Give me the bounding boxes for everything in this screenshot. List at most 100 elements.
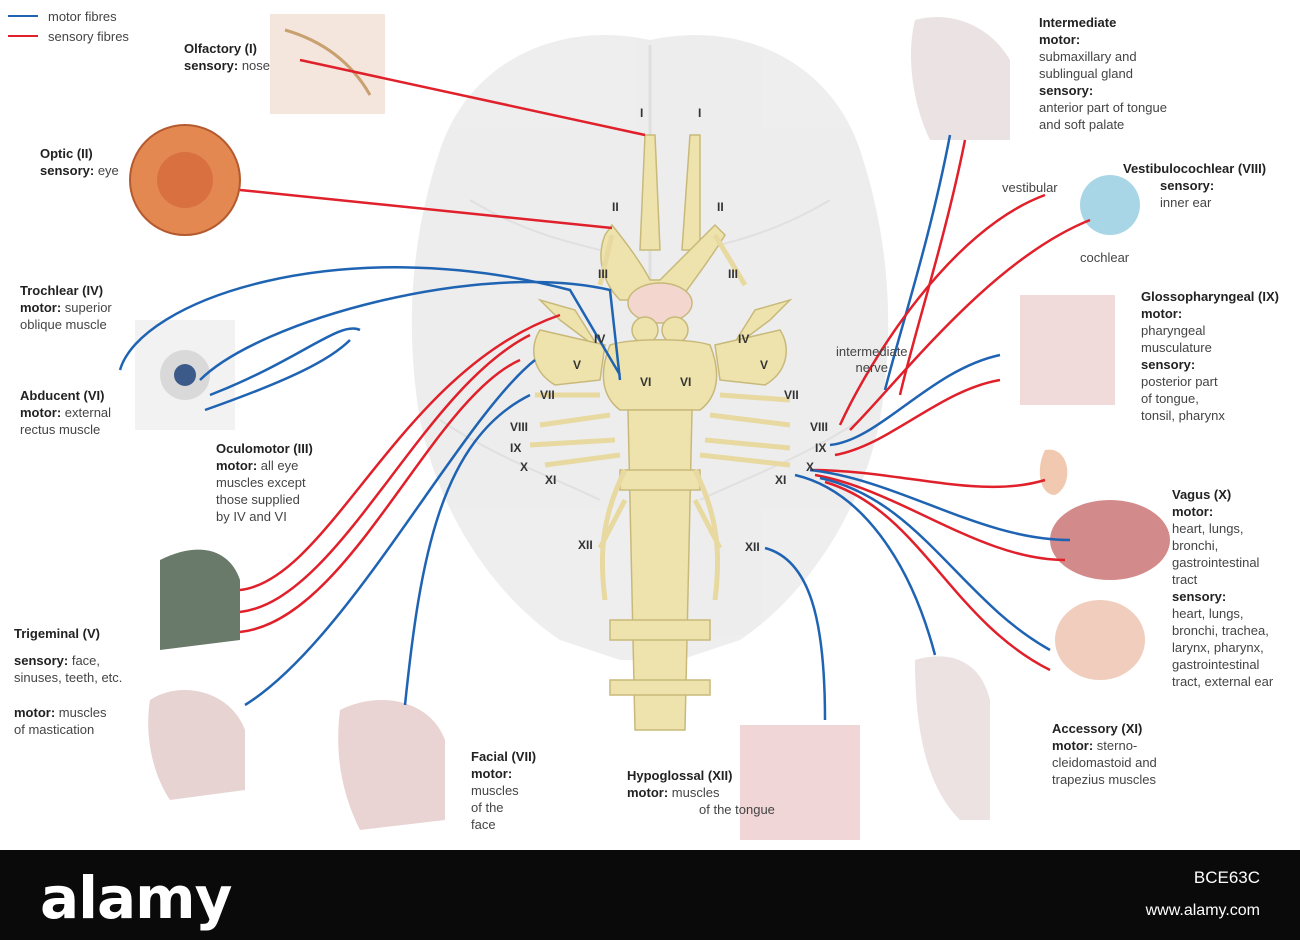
- vagus-motor-line: tract: [1172, 572, 1198, 587]
- vagus-motor-line: gastrointestinal: [1172, 555, 1260, 570]
- roman-left-VII: VII: [540, 388, 555, 402]
- glosso-key-motor: motor:: [1141, 306, 1183, 321]
- tongue-illustration: [740, 725, 860, 840]
- intermediate-key-motor: motor:: [1039, 32, 1081, 47]
- facial-line: muscles: [471, 783, 519, 798]
- label-trigeminal: Trigeminal (V) sensory: face, sinuses, t…: [14, 625, 122, 738]
- roman-right-II: II: [717, 200, 724, 214]
- facial-motor-fibre: [403, 393, 531, 706]
- label-intermediate-nerve: intermediate nerve: [836, 344, 908, 376]
- trigeminal-sensory-fibre-3: [239, 358, 521, 634]
- legend-label-sensory: sensory fibres: [48, 28, 129, 44]
- vagus-sensory-fibre-lungs: [814, 473, 1066, 562]
- pons: [602, 339, 718, 411]
- intermediate-key-sensory: sensory:: [1039, 83, 1094, 98]
- vagus-key-motor: motor:: [1172, 504, 1214, 519]
- glosso-sensory-line: tonsil, pharynx: [1141, 408, 1225, 423]
- trigeminal-key-2: motor:: [14, 705, 56, 720]
- watermark-logo: alamy: [40, 864, 232, 932]
- trochlear-value: superior: [64, 300, 112, 315]
- intermediate-nerve-line-2: nerve: [855, 360, 889, 375]
- label-intermediate: Intermediate motor: submaxillary and sub…: [1039, 14, 1167, 133]
- intermediate-motor-line: sublingual gland: [1039, 66, 1133, 81]
- roman-left-VIII: VIII: [510, 420, 529, 434]
- olfactory-value: nose: [241, 58, 271, 73]
- vagus-key-sensory: sensory:: [1172, 589, 1227, 604]
- nerve-xii-right: [692, 498, 723, 550]
- intestine-illustration: [1055, 600, 1145, 680]
- olfactory-name: Olfactory (I): [184, 41, 257, 56]
- image-code: BCE63C: [1193, 868, 1260, 887]
- abducent-line-2: rectus muscle: [20, 422, 101, 437]
- roman-left-IV: IV: [594, 332, 606, 346]
- legend-label-motor: motor fibres: [48, 8, 117, 24]
- intermediate-sensory-line: anterior part of tongue: [1039, 100, 1167, 115]
- abducent-value: external: [64, 405, 112, 420]
- trigeminal-line-3: of mastication: [14, 722, 95, 737]
- trigeminal-value-2: muscles: [58, 705, 107, 720]
- legend-item-motor: motor fibres: [8, 6, 129, 26]
- ear-illustration: [1039, 449, 1068, 495]
- vestibulo-key: sensory:: [1160, 178, 1215, 193]
- accessory-motor-fibre: [794, 473, 937, 656]
- neck-illustration: [915, 656, 990, 820]
- roman-right-XI: XI: [775, 473, 787, 487]
- watermark-site: www.alamy.com: [1145, 902, 1260, 919]
- intermediate-sensory-line: and soft palate: [1039, 117, 1125, 132]
- inner-ear-illustration: [1080, 175, 1140, 235]
- label-hypoglossal: Hypoglossal (XII) motor: muscles of the …: [627, 767, 775, 818]
- abducent-name: Abducent (VI): [20, 388, 105, 403]
- accessory-name: Accessory (XI): [1052, 721, 1143, 736]
- trigeminal-line-2: sinuses, teeth, etc.: [14, 670, 123, 685]
- trigeminal-sensory-fibre-1: [239, 313, 561, 592]
- glosso-name: Glossopharyngeal (IX): [1141, 289, 1279, 304]
- nerve-viii-right: [709, 412, 791, 428]
- vagus-motor-line: bronchi,: [1172, 538, 1219, 553]
- glosso-sensory-fibre: [834, 378, 1001, 457]
- optic-key: sensory:: [40, 163, 95, 178]
- optic-sensory-fibre: [239, 188, 613, 230]
- vagus-sensory-line: heart, lungs,: [1172, 606, 1244, 621]
- roman-left-XI: XI: [545, 473, 557, 487]
- roman-right-I: I: [698, 106, 702, 120]
- medullary-rootlets: [619, 469, 701, 491]
- trochlear-motor-fibre: [118, 266, 622, 376]
- roman-right-IX: IX: [815, 441, 827, 455]
- trigeminal-name: Trigeminal (V): [14, 626, 100, 641]
- glosso-key-sensory: sensory:: [1141, 357, 1196, 372]
- label-vagus: Vagus (X) motor: heart, lungs, bronchi, …: [1172, 486, 1273, 690]
- nose-illustration: [270, 14, 385, 114]
- accessory-value: sterno-: [1096, 738, 1138, 753]
- trochlear-line-2: oblique muscle: [20, 317, 107, 332]
- intermediate-nerve-line-1: intermediate: [836, 344, 908, 359]
- legend-swatch-sensory: [8, 35, 38, 37]
- vagus-sensory-line: larynx, pharynx,: [1172, 640, 1264, 655]
- vagus-motor-fibre-gut: [819, 476, 1051, 652]
- intermediate-sensory-fibre: [898, 139, 967, 396]
- oculomotor-name: Oculomotor (III): [216, 441, 313, 456]
- brain-sulcus: [699, 419, 861, 501]
- vagus-sensory-line: tract, external ear: [1172, 674, 1274, 689]
- nerve-iii-left: [597, 234, 615, 286]
- cochlear-fibre: [849, 218, 1091, 431]
- vagus-motor-fibre-lungs: [809, 468, 1071, 542]
- roman-right-VIII: VIII: [810, 420, 829, 434]
- head-mastication-illustration: [148, 690, 245, 800]
- intermediate-name: Intermediate: [1039, 15, 1117, 30]
- vestibular-fibre: [838, 193, 1046, 426]
- roman-left-I: I: [640, 106, 644, 120]
- eye-lens: [157, 152, 213, 208]
- legend-item-sensory: sensory fibres: [8, 26, 129, 46]
- roman-left-X: X: [520, 460, 529, 474]
- roman-right-VI: VI: [680, 375, 692, 389]
- oculomotor-key: motor:: [216, 458, 258, 473]
- vestibulo-value: inner ear: [1160, 195, 1212, 210]
- label-olfactory: Olfactory (I) sensory: nose: [184, 40, 270, 74]
- nerve-xii-left: [597, 498, 628, 550]
- vagus-sensory-fibre-gut: [824, 480, 1051, 672]
- brain-sulcus: [439, 419, 601, 501]
- glosso-motor-line: musculature: [1141, 340, 1212, 355]
- label-glossopharyngeal: Glossopharyngeal (IX) motor: pharyngeal …: [1141, 288, 1279, 424]
- roman-right-V: V: [760, 358, 769, 372]
- roman-right-III: III: [728, 267, 739, 281]
